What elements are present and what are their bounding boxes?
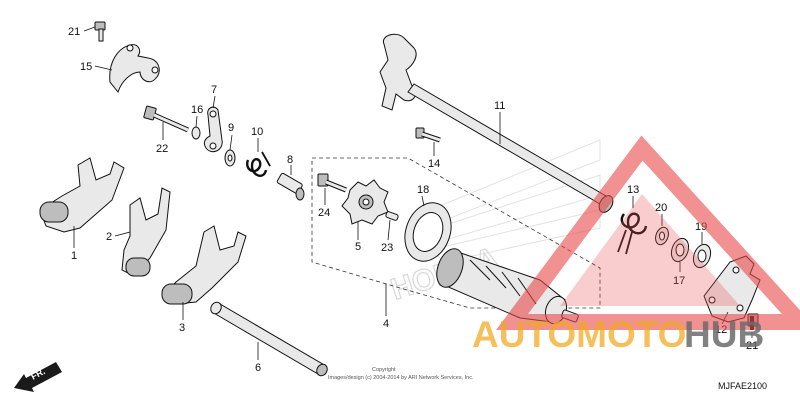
callout-3: 3 bbox=[179, 322, 185, 334]
callout-1: 1 bbox=[71, 250, 77, 262]
part-20-washer bbox=[655, 214, 669, 246]
callout-15: 15 bbox=[80, 61, 92, 73]
watermark-text-part2: HUB bbox=[684, 314, 764, 355]
part-13-spring bbox=[617, 196, 648, 255]
callout-8: 8 bbox=[287, 154, 293, 166]
part-9-washer bbox=[224, 134, 236, 167]
part-5-star-plate bbox=[341, 179, 389, 240]
callout-23: 23 bbox=[381, 242, 393, 254]
part-22-bolt bbox=[143, 105, 190, 140]
svg-text:Images/design (c) 2004-2014 by: Images/design (c) 2004-2014 by ARI Netwo… bbox=[328, 375, 474, 381]
part-24-bolt bbox=[317, 173, 347, 205]
callout-10: 10 bbox=[251, 126, 263, 138]
part-3-shift-fork bbox=[161, 225, 247, 320]
watermark-logo: AUTOMOTO HUB bbox=[472, 135, 800, 355]
part-21-bolt-top bbox=[83, 21, 106, 42]
part-2-shift-fork bbox=[114, 187, 171, 277]
callout-5: 5 bbox=[355, 241, 361, 253]
front-direction-arrow: FR. bbox=[14, 362, 62, 392]
part-6-fork-shaft bbox=[210, 301, 328, 377]
callout-4: 4 bbox=[383, 318, 389, 330]
callout-11: 11 bbox=[494, 100, 505, 112]
watermark-text-part1: AUTOMOTO bbox=[472, 314, 686, 355]
part-17-washer bbox=[670, 237, 690, 272]
callout-2: 2 bbox=[106, 231, 112, 243]
callout-18: 18 bbox=[417, 184, 429, 196]
callout-9: 9 bbox=[228, 122, 234, 134]
callout-17: 17 bbox=[673, 275, 685, 287]
part-23-pin bbox=[385, 211, 399, 241]
callout-7: 7 bbox=[211, 84, 217, 96]
callout-21-bottom: 21 bbox=[746, 340, 758, 352]
diagram-code: MJFAE2100 bbox=[718, 381, 767, 391]
part-1-shift-fork bbox=[39, 157, 125, 248]
callout-22: 22 bbox=[156, 143, 168, 155]
callout-16: 16 bbox=[191, 104, 203, 116]
part-18-bearing bbox=[404, 195, 452, 262]
callout-24: 24 bbox=[318, 207, 330, 219]
part-10-spring bbox=[246, 138, 271, 177]
copyright-block: Copyright Images/design (c) 2004-2014 by… bbox=[328, 367, 474, 381]
part-15-bracket bbox=[94, 44, 160, 94]
svg-text:Copyright: Copyright bbox=[372, 367, 396, 373]
part-11-gearshift-spindle bbox=[379, 33, 614, 213]
part-8-pin bbox=[276, 165, 305, 201]
part-16-washer bbox=[191, 115, 201, 140]
callout-6: 6 bbox=[255, 362, 261, 374]
callout-14: 14 bbox=[428, 158, 440, 170]
part-19-washer bbox=[692, 232, 712, 269]
callout-13: 13 bbox=[627, 184, 639, 196]
callout-21-top: 21 bbox=[68, 26, 80, 38]
part-14-bolt bbox=[415, 127, 441, 156]
part-7-stopper-arm bbox=[203, 95, 223, 153]
callout-20: 20 bbox=[655, 202, 667, 214]
